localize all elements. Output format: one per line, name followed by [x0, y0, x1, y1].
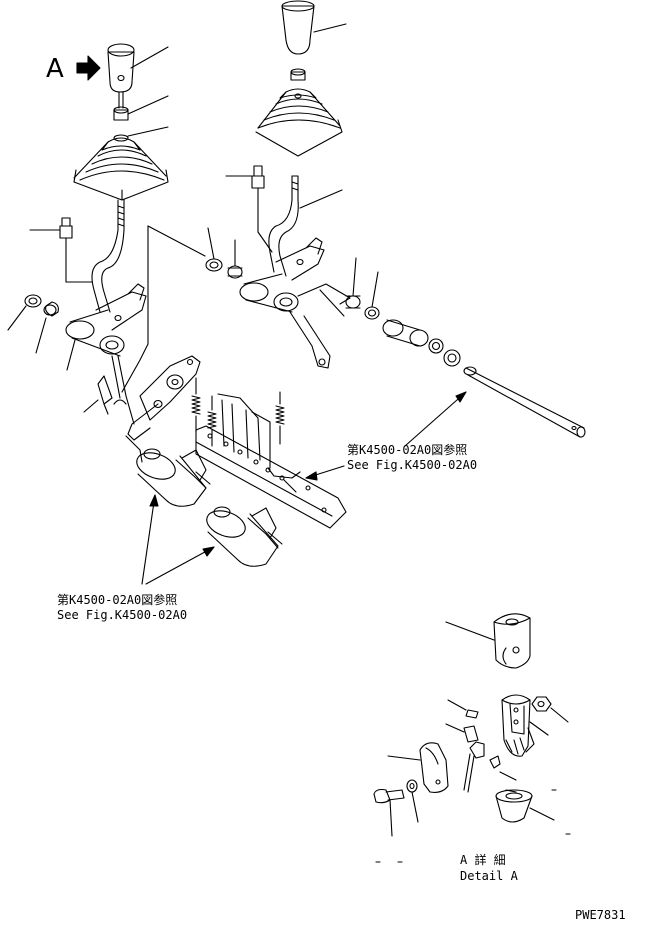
reference-label-left-jp: 第K4500-02A0図参照 [57, 593, 178, 607]
detail-cover [388, 743, 448, 793]
detail-nut [532, 697, 568, 722]
right-rubber-boot [256, 89, 342, 156]
right-lever-assembly [206, 1, 585, 437]
left-lever-stem [92, 200, 124, 312]
right-shaft-tube [240, 274, 298, 312]
right-grease-fitting [226, 166, 272, 252]
right-bushings [206, 228, 242, 278]
spring-right [276, 392, 284, 444]
motor-upper [133, 448, 210, 506]
left-grease-fitting [30, 218, 92, 282]
reference-label-left-en: See Fig.K4500-02A0 [57, 608, 188, 622]
detail-small-parts [446, 700, 516, 792]
detail-knob [446, 614, 530, 668]
left-knob [108, 44, 168, 92]
reference-label-right-en: See Fig.K4500-02A0 [347, 458, 478, 472]
left-knob-nut [114, 92, 168, 141]
mounting-plate [196, 394, 346, 528]
linkage-plate-assembly [126, 356, 346, 528]
right-lever-arm [290, 284, 350, 368]
outer-sleeve [383, 320, 460, 366]
callout-arrows [142, 392, 466, 584]
detail-a-marker: A [46, 54, 64, 84]
detail-switch-body [502, 695, 548, 756]
spring-left [192, 378, 200, 432]
left-shaft-tube [66, 310, 124, 356]
detail-a-assembly [374, 614, 570, 862]
left-lever-bracket [96, 284, 146, 330]
right-lever-bracket [276, 238, 324, 280]
detail-a-arrow [77, 56, 100, 80]
drawing-number: PWE7831 [575, 908, 626, 922]
reference-label-right-jp: 第K4500-02A0図参照 [347, 443, 468, 457]
right-lever-stem [269, 176, 342, 276]
detail-a-caption-jp: A 詳 細 [460, 853, 506, 867]
spring-mid [208, 396, 216, 446]
long-shaft [464, 367, 585, 437]
detail-a-caption-en: Detail A [460, 869, 518, 883]
detail-screw [374, 790, 404, 837]
left-link-rod [84, 356, 134, 424]
right-knob-nut [291, 69, 305, 80]
left-bushings [8, 295, 75, 370]
motor-lower [203, 506, 282, 566]
right-knob [282, 1, 346, 54]
right-outer-bushings [346, 258, 379, 319]
left-lever-assembly [8, 44, 205, 424]
detail-bottom-boot [496, 790, 554, 822]
detail-washer [407, 780, 418, 822]
left-rubber-boot [74, 138, 168, 200]
